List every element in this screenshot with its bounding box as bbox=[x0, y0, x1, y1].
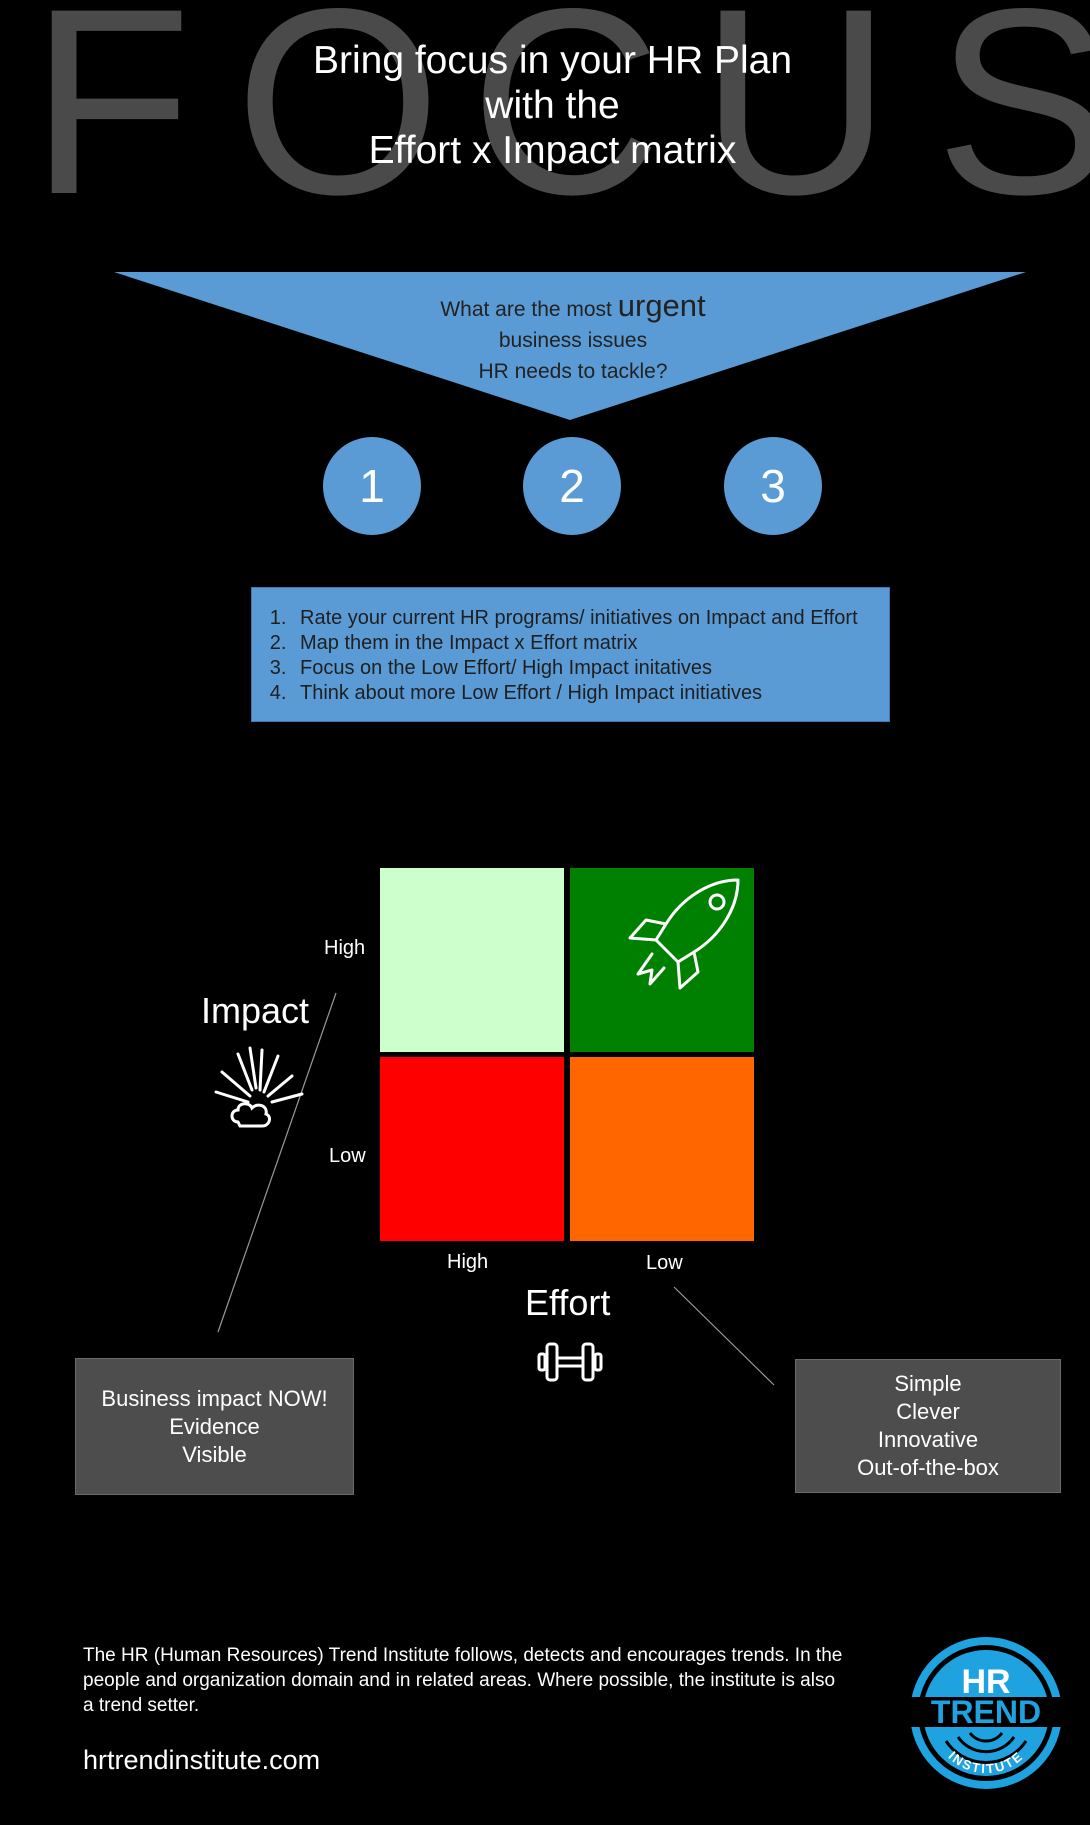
impact-note-box: Business impact NOW! Evidence Visible bbox=[75, 1358, 354, 1495]
page-title: Bring focus in your HR Plan with the Eff… bbox=[0, 38, 1090, 173]
dumbbell-icon bbox=[537, 1342, 603, 1382]
steps-list: Rate your current HR programs/ initiativ… bbox=[262, 606, 879, 706]
effort-axis-title: Effort bbox=[525, 1282, 611, 1323]
funnel-triangle bbox=[114, 272, 1026, 420]
x-axis-high-label: High bbox=[447, 1251, 489, 1273]
hr-trend-institute-logo: HR TREND INSTITUTE bbox=[908, 1637, 1064, 1789]
background-letter-o: O bbox=[235, 0, 442, 250]
funnel-text-urgent: urgent bbox=[617, 288, 706, 323]
issue-circle-1: 1 bbox=[323, 437, 421, 535]
funnel-text-pre: What are the most bbox=[440, 298, 612, 321]
impact-note-line-3: Visible bbox=[182, 1441, 247, 1467]
title-line-1: Bring focus in your HR Plan bbox=[312, 39, 793, 82]
website-link[interactable]: hrtrendinstitute.com bbox=[83, 1745, 321, 1775]
background-letter-u: U bbox=[700, 0, 892, 250]
x-axis-low-label: Low bbox=[646, 1252, 683, 1274]
quadrant-high-impact-high-effort bbox=[380, 868, 564, 1052]
effort-note-line-4: Out-of-the-box bbox=[857, 1455, 999, 1480]
title-line-2: with the bbox=[485, 84, 620, 127]
effort-connector-line bbox=[673, 1286, 775, 1386]
effort-note-line-2: Clever bbox=[896, 1399, 960, 1424]
step-item-1: Rate your current HR programs/ initiativ… bbox=[292, 606, 879, 631]
y-axis-low-label: Low bbox=[329, 1145, 366, 1167]
impact-axis-title: Impact bbox=[201, 990, 310, 1031]
step-item-3: Focus on the Low Effort/ High Impact ini… bbox=[292, 656, 879, 681]
effort-note-line-3: Innovative bbox=[877, 1427, 979, 1452]
impact-connector-line bbox=[217, 992, 337, 1333]
quadrant-low-impact-low-effort bbox=[570, 1057, 754, 1241]
logo-text-trend: TREND bbox=[931, 1694, 1041, 1730]
y-axis-high-label: High bbox=[324, 937, 366, 959]
logo-text-hr: HR bbox=[961, 1663, 1010, 1701]
step-item-2: Map them in the Impact x Effort matrix bbox=[292, 631, 879, 656]
impact-note-line-1: Business impact NOW! bbox=[101, 1385, 328, 1411]
effort-note-box: Simple Clever Innovative Out-of-the-box bbox=[795, 1359, 1061, 1493]
institute-description: The HR (Human Resources) Trend Institute… bbox=[83, 1645, 843, 1716]
step-item-4: Think about more Low Effort / High Impac… bbox=[292, 681, 879, 706]
steps-box: Rate your current HR programs/ initiativ… bbox=[251, 587, 890, 722]
background-letter-f: F bbox=[30, 0, 192, 250]
quadrant-high-impact-low-effort bbox=[570, 868, 754, 1052]
effort-note-line-1: Simple bbox=[894, 1371, 962, 1396]
quadrant-low-impact-high-effort bbox=[380, 1057, 564, 1241]
issue-circle-2: 2 bbox=[523, 437, 621, 535]
impact-burst-icon bbox=[214, 1046, 304, 1128]
background-letter-s: S bbox=[935, 0, 1090, 250]
impact-note-line-2: Evidence bbox=[169, 1413, 260, 1439]
funnel-question: What are the most urgent business issues… bbox=[330, 290, 816, 387]
issue-circle-3: 3 bbox=[724, 437, 822, 535]
background-letter-c: C bbox=[470, 0, 662, 250]
title-line-3: Effort x Impact matrix bbox=[368, 129, 737, 172]
funnel-text-line-3: HR needs to tackle? bbox=[478, 360, 668, 383]
rocket-icon bbox=[628, 878, 740, 990]
funnel-text-line-2: business issues bbox=[498, 329, 648, 352]
